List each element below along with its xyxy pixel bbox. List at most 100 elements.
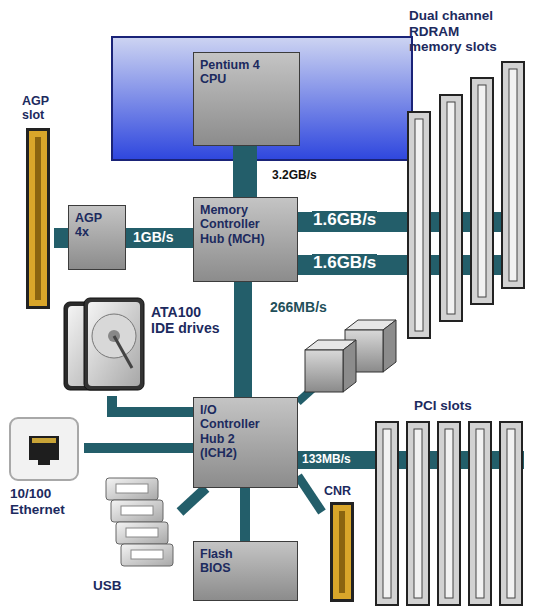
part-label: ATA100 IDE drives [151,304,221,336]
part-label: USB [93,578,143,594]
bandwidth-label-box: 1GB/s [132,230,174,245]
cnr-slot-shape-part [333,505,351,599]
part-label: 10/100 Ethernet [10,486,84,517]
bios-box: Flash BIOS [193,541,298,601]
ethernet-icon-part [10,418,78,480]
bus-connector [298,451,372,469]
pci-slot-part [383,429,391,598]
pci-slot [376,422,522,605]
pci-slot-part [438,422,460,605]
ich2-box: I/O Controller Hub 2 (ICH2) [193,397,298,488]
bus-connector [240,488,250,541]
usb-plug-part [106,478,158,500]
bandwidth-label-box: 3.2GB/s [272,169,317,182]
box-label: I/O Controller Hub 2 (ICH2) [200,403,272,461]
bus-connector [180,488,206,512]
pci-slot-part [445,429,453,598]
pci-slot-part [376,422,398,605]
pci-slot-part [500,422,522,605]
rdram-slot-part [408,112,430,338]
cpu-package [112,37,412,160]
rdram-slot-part [440,95,462,321]
bus-connector [298,255,404,275]
bandwidth-label: 1.6GB/s [312,254,377,273]
bus-connector [298,212,404,232]
pci-slots: PCI slots [372,398,528,608]
part-label: PCI slots [414,398,514,414]
bus-connector [84,443,193,453]
usb-ports: USB [90,476,180,602]
bandwidth-label-box: 133MB/s [301,453,352,466]
ethernet-icon [10,418,78,480]
hard-drive-icon-part [84,298,144,390]
bandwidth-label-box: 266MB/s [270,300,327,315]
bandwidth-label: 1.6GB/s [312,211,377,230]
bandwidth-label: 266MB/s [270,300,327,315]
rdram-slot-part [509,69,517,281]
pci-slot-part [414,429,422,598]
rdram-slot [408,62,524,338]
bandwidth-label-box: 1.6GB/s [312,211,377,230]
hard-drive-icon [64,298,144,390]
usb-plug-part [121,506,153,515]
box-label: Memory Controller Hub (MCH) [200,203,272,246]
part-label: AGP slot [22,94,54,123]
rdram-slots: Dual channel RDRAM memory slots [404,8,529,342]
usb-plug [106,478,173,566]
part-label: CNR [324,484,362,498]
agp-slot-shape-part [29,131,47,306]
bus-connector [233,146,257,197]
ethernet-port: 10/100 Ethernet [8,416,84,526]
cpu-package-part [112,37,412,160]
part-label: Dual channel RDRAM memory slots [409,8,509,55]
box-label: Flash BIOS [200,547,250,576]
hard-drive-icon-part [88,302,140,386]
agp-slot-shape [26,128,50,309]
usb-plug-part [116,484,148,493]
chip-cube-part [305,350,343,392]
pci-slot-part [507,429,515,598]
ethernet-icon-part [29,436,59,460]
usb-plug-part [126,528,158,537]
agp-box: AGP 4x [68,205,126,270]
hard-drive-icon-part [114,336,132,368]
usb-plug-part [131,550,163,559]
pci-slot-part [469,422,491,605]
cnr-slot: CNR [322,484,362,604]
cnr-slot-shape-part [339,511,345,593]
bus-connector [112,396,193,412]
usb-plug-part [116,522,168,544]
cnr-slot-shape-part [330,502,354,602]
agp-slot-shape-part [35,137,41,300]
rdram-slot-part [478,85,486,297]
usb-plug-part [111,500,163,522]
pci-slot-part [407,422,429,605]
ide-drives: ATA100 IDE drives [60,296,225,396]
bandwidth-label: 3.2GB/s [272,169,317,182]
mch-box: Memory Controller Hub (MCH) [193,197,298,282]
ethernet-icon-part [32,438,56,443]
chip-cube [298,320,396,402]
box-label: Pentium 4 CPU [200,58,272,87]
pci-slot-part [476,429,484,598]
rdram-slot-part [447,102,455,314]
bus-connector [234,282,252,397]
chip-cube-part [383,320,396,372]
bus-connector [298,476,322,512]
bus-connector [54,228,68,248]
bandwidth-label: 1GB/s [132,230,174,245]
ethernet-icon-part [38,460,50,465]
bandwidth-label: 133MB/s [301,453,352,466]
chip-cube-part [343,340,356,392]
bus-connector [126,228,193,248]
rdram-slot-part [415,119,423,331]
rdram-slot-part [471,78,493,304]
cnr-slot-shape [330,502,354,602]
agp-slot-shape-part [26,128,50,309]
rdram-slot-part [502,62,524,288]
agp-slot: AGP slot [22,94,54,310]
cpu-box: Pentium 4 CPU [193,52,300,146]
box-label: AGP 4x [75,211,107,240]
usb-plug-part [121,544,173,566]
